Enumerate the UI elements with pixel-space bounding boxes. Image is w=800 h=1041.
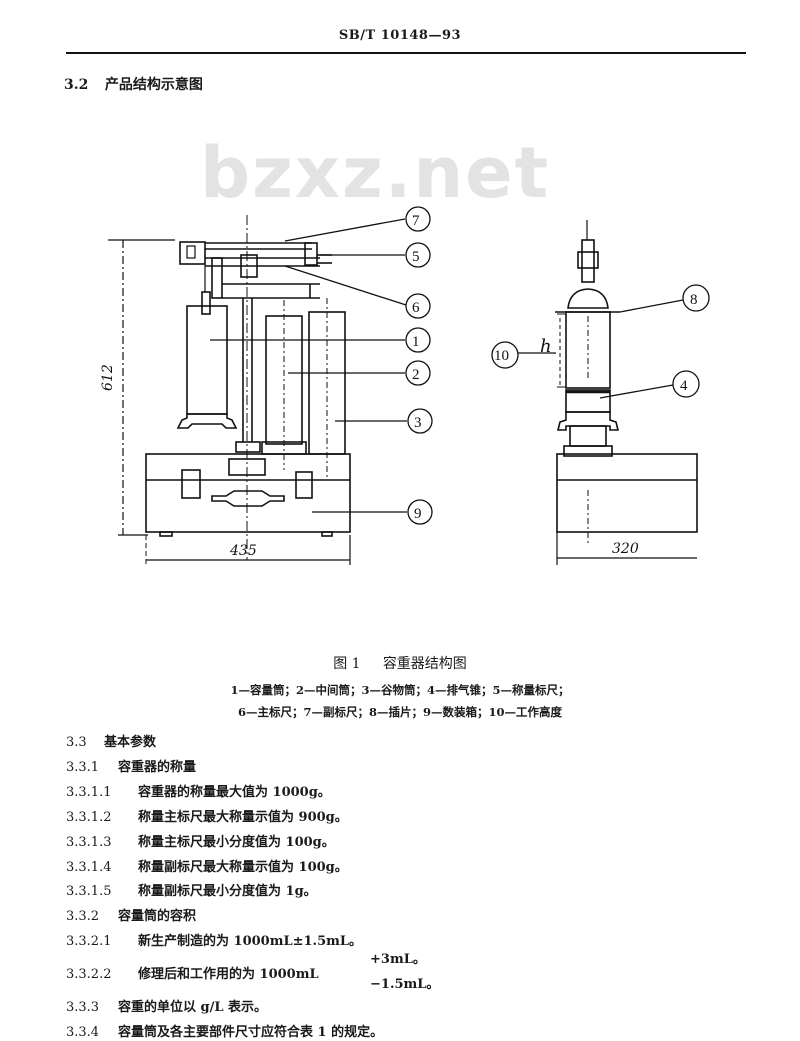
figure-legend-line-2: 6—主标尺；7—副标尺；8—插片；9—数装箱；10—工作高度 [237,705,562,719]
figure-label: 图 1 [333,656,361,672]
svg-text:3: 3 [414,415,422,431]
side-view: h 320 [540,220,698,565]
front-view: 612 [100,215,351,565]
watermark: bzxz.net [200,132,551,214]
svg-text:7: 7 [412,213,420,229]
svg-text:10: 10 [494,348,509,364]
svg-text:5: 5 [412,249,420,265]
height-symbol: h [540,336,552,357]
figure-legend-line-1: 1—容量筒；2—中间筒；3—谷物筒；4—排气锥；5—称量标尺； [230,683,570,697]
section-number: 3.2 [64,77,89,93]
height-dimension: 612 [100,364,116,391]
svg-text:8: 8 [690,292,698,308]
tolerance-lower: −1.5mL。 [370,977,440,992]
side-callouts: 8 10 4 [491,284,710,399]
svg-text:4: 4 [680,378,688,394]
svg-text:6: 6 [412,300,420,316]
width-dimension: 435 [229,543,257,559]
header-rule [66,52,746,54]
figure-caption: 图 1 容重器结构图 [0,653,800,673]
svg-text:2: 2 [412,367,420,383]
section-3-2-heading: 3.2 产品结构示意图 [64,74,203,94]
side-width-dimension: 320 [612,541,639,557]
svg-text:1: 1 [412,334,420,350]
section-title: 产品结构示意图 [104,77,203,93]
standard-code: SB/T 10148—93 [338,28,462,43]
svg-text:9: 9 [414,506,422,522]
tolerance-upper: +3mL。 [370,952,426,967]
figure-title: 容重器结构图 [382,656,467,672]
front-callouts: 7 5 6 1 2 3 9 [210,206,433,525]
structure-diagram: 6 1 2 [100,206,710,565]
